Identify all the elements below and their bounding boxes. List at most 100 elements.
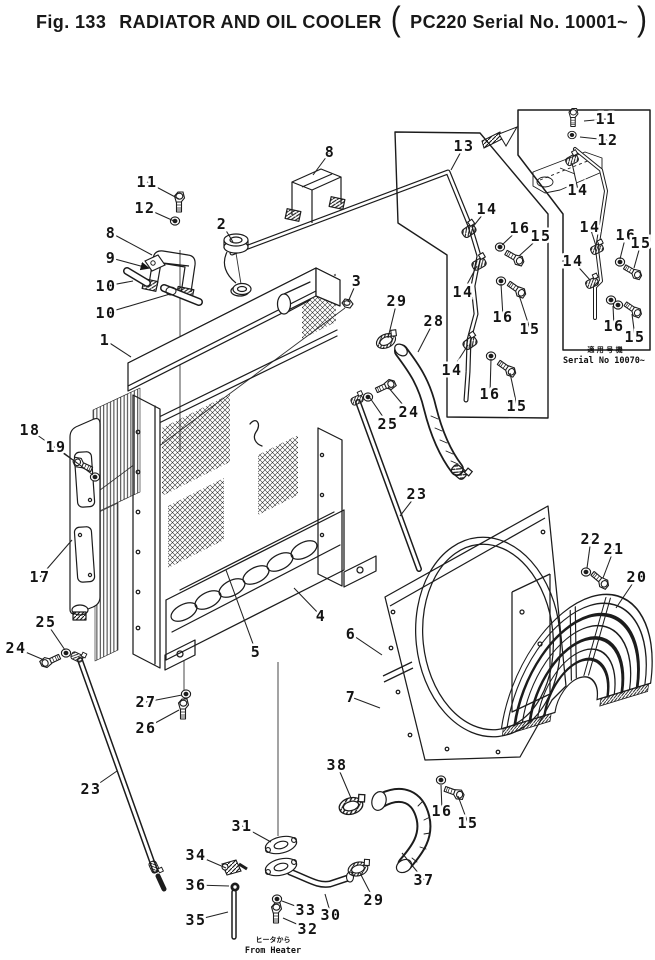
inlet-pipe: [276, 281, 311, 315]
leader-line-17: [39, 539, 73, 578]
elbow-34: [221, 859, 248, 876]
leader-line-4: [293, 587, 322, 617]
callout-35: 35: [185, 911, 206, 929]
tube-end-fitting: [348, 390, 366, 407]
callout-16: 16: [431, 802, 452, 820]
callout-2: 2: [217, 215, 228, 233]
flange-30: [264, 857, 298, 877]
callout-14: 14: [476, 200, 497, 218]
callout-11: 11: [595, 110, 616, 128]
callout-15: 15: [530, 227, 551, 245]
inset-assembly: [532, 108, 644, 320]
callout-33: 33: [295, 901, 316, 919]
washer-16: [435, 775, 447, 785]
callout-12: 12: [134, 199, 155, 217]
lower-hose-37: [371, 787, 432, 874]
callout-8: 8: [325, 143, 336, 161]
callout-24: 24: [5, 639, 26, 657]
leader-line-14: [589, 226, 597, 247]
leader-line-13: [450, 145, 465, 171]
leader-line-11: [583, 118, 607, 122]
bolt-21: [588, 569, 612, 591]
callout-24: 24: [398, 403, 419, 421]
callout-31: 31: [231, 817, 252, 835]
leader-line-1: [104, 339, 132, 358]
callout-38: 38: [326, 756, 347, 774]
callout-16: 16: [479, 385, 500, 403]
leader-line-16: [612, 305, 615, 327]
leader-line-32: [282, 917, 309, 930]
leader-line-36: [195, 884, 230, 887]
fan-guard: [500, 593, 653, 737]
callout-9: 9: [106, 249, 117, 267]
leader-line-30: [324, 893, 332, 916]
open-paren: (: [390, 0, 402, 39]
cap-strap: [223, 251, 237, 284]
leader-line-15: [457, 795, 469, 824]
callout-14: 14: [567, 181, 588, 199]
callout-7: 7: [346, 688, 357, 706]
filler-cap-2: [223, 233, 252, 296]
callout-14: 14: [562, 252, 583, 270]
leader-line-34: [195, 854, 227, 869]
callout-29: 29: [363, 891, 384, 909]
oil-cooler: [69, 387, 141, 662]
leader-line-16: [489, 358, 492, 395]
callout-13: 13: [453, 137, 474, 155]
leader-line-3: [347, 280, 358, 303]
leader-line-35: [195, 911, 229, 921]
leader-line-15: [509, 372, 518, 407]
leader-line-8: [312, 151, 331, 176]
callout-36: 36: [185, 876, 206, 894]
figure-serial: PC220 Serial No. 10001~: [410, 11, 629, 32]
tube-23-upper: [355, 399, 422, 572]
inset-boundary: [517, 109, 651, 351]
leader-line-7: [350, 696, 381, 709]
leader-line-23: [399, 493, 418, 517]
leader-line-24: [387, 386, 410, 413]
figure-title: Fig. 133 RADIATOR AND OIL COOLER ( PC220…: [36, 0, 647, 39]
leader-line-10: [105, 280, 134, 287]
callout-17: 17: [29, 568, 50, 586]
heater-pipe-30: [286, 868, 355, 888]
leader-line-12: [579, 136, 609, 141]
callout-10: 10: [95, 304, 116, 322]
leader-line-27: [145, 694, 183, 703]
callout-26: 26: [135, 719, 156, 737]
leader-line-2: [221, 223, 234, 243]
callout-14: 14: [452, 283, 473, 301]
callout-15: 15: [519, 320, 540, 338]
callout-16: 16: [603, 317, 624, 335]
close-paren: ): [637, 0, 648, 39]
leader-line-37: [401, 852, 425, 881]
leader-line-21: [602, 548, 615, 579]
leader-line-19: [55, 446, 94, 476]
callout-16: 16: [492, 308, 513, 326]
washer-16: [614, 257, 626, 267]
leader-line-26: [145, 709, 180, 729]
callout-23: 23: [406, 485, 427, 503]
leader-line-15: [518, 294, 531, 330]
callout-34: 34: [185, 846, 206, 864]
callout-11: 11: [136, 173, 157, 191]
leader-line-22: [586, 538, 592, 569]
washer-33: [271, 894, 283, 904]
leader-line-15: [631, 313, 636, 338]
leader-line-6: [350, 633, 383, 656]
leader-line-20: [615, 576, 638, 609]
footer-note-jp: ヒータから: [256, 935, 291, 944]
callout-6: 6: [346, 625, 357, 643]
callout-15: 15: [457, 814, 478, 832]
callout-25: 25: [35, 613, 56, 631]
callout-12: 12: [597, 131, 618, 149]
leader-line-16: [501, 227, 521, 246]
callout-18: 18: [19, 421, 40, 439]
leader-line-15: [633, 242, 642, 269]
callout-15: 15: [630, 234, 651, 252]
washer-27: [180, 689, 192, 699]
bolt-26: [178, 698, 189, 720]
leader-line-38: [336, 764, 352, 799]
callout-8: 8: [106, 224, 117, 242]
